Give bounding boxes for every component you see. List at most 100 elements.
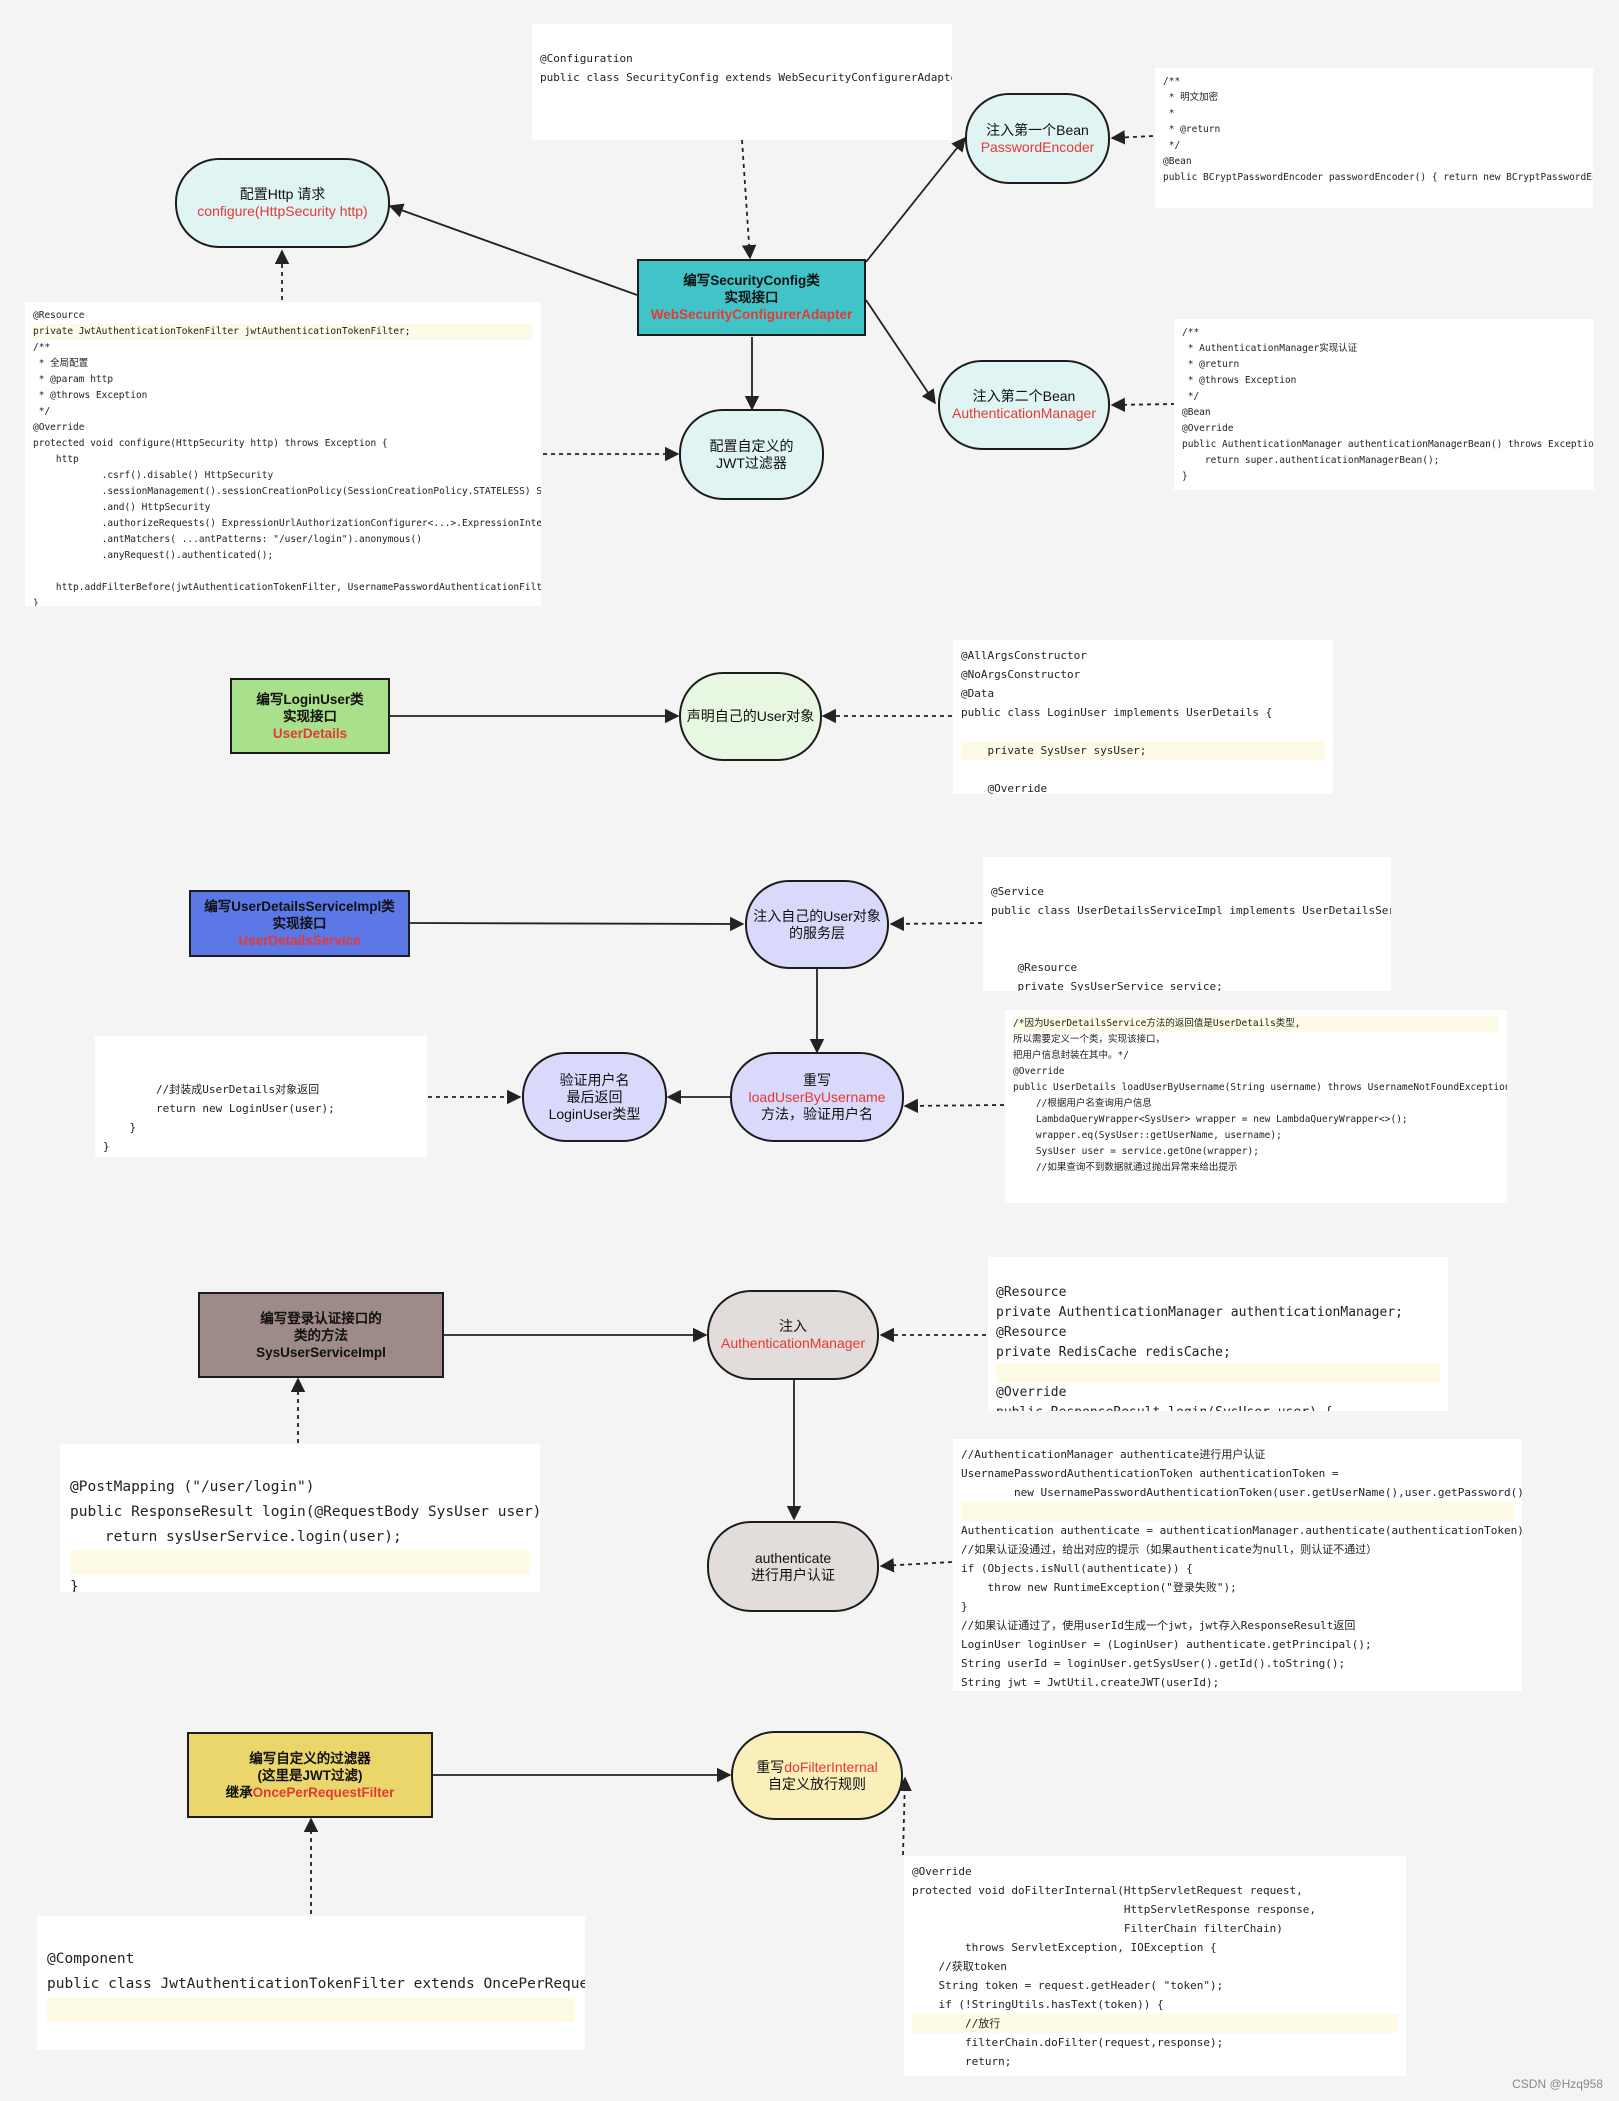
code-line: //AuthenticationManager authenticate进行用户… (961, 1448, 1266, 1461)
code-line (47, 1922, 575, 1947)
code-authenticate: //AuthenticationManager authenticate进行用户… (953, 1439, 1522, 1691)
code-line: * @throws Exception (1182, 375, 1297, 386)
code-line: * @throws Exception (33, 390, 148, 401)
code-line: new UsernamePasswordAuthenticationToken(… (961, 1486, 1522, 1499)
code-line: private SysUserService service; (991, 980, 1223, 991)
arrow-uds-to-injectuser (409, 916, 745, 932)
code-line: http (33, 454, 79, 465)
code-line (47, 2047, 575, 2050)
code-line: } (1182, 471, 1188, 482)
code-line: .anyRequest().authenticated(); (33, 550, 274, 561)
code-line: return sysUserService.login(user); (70, 1529, 402, 1545)
node-custom-filter: 编写自定义的过滤器(这里是JWT过滤)继承OncePerRequestFilte… (187, 1732, 433, 1818)
code-line: public UserDetails loadUserByUsername(St… (1013, 1082, 1507, 1093)
code-line: 把用户信息封装在其中。*/ (1013, 1050, 1129, 1061)
code-line (103, 1042, 419, 1061)
code-line: String token = request.getHeader( "token… (912, 1979, 1224, 1992)
code-line: } (103, 1121, 137, 1134)
node-label-line: JWT过滤器 (716, 454, 787, 471)
code-line (540, 106, 944, 125)
code-line: @Bean (1163, 156, 1192, 167)
code-line: String userId = loginUser.getSysUser().g… (961, 1657, 1346, 1670)
code-line: @Component (47, 1951, 135, 1967)
code-line: public class LoginUser implements UserDe… (961, 706, 1273, 719)
code-line: LoginUser loginUser = (LoginUser) authen… (961, 1638, 1372, 1651)
code-line: return super.authenticationManagerBean()… (1182, 455, 1440, 466)
code-line: throw new RuntimeException("登录失败"); (961, 1581, 1237, 1594)
watermark: CSDN @Hzq958 (1512, 2077, 1603, 2091)
code-line (991, 920, 1383, 939)
code-line: @Override (1013, 1066, 1065, 1077)
node-label-line: AuthenticationManager (721, 1335, 865, 1351)
node-label-line: 验证用户名 (559, 1071, 630, 1088)
code-line: * @return (1182, 359, 1240, 370)
node-label-line: 编写UserDetailsServiceImpl类 (204, 899, 395, 914)
code-line (103, 1061, 419, 1080)
code-line: filterChain.doFilter(request,response); (912, 2036, 1224, 2049)
code-line: @Override (33, 422, 85, 433)
node-label-line: 进行用户认证 (751, 1566, 835, 1583)
node-label-line: PasswordEncoder (980, 138, 1095, 155)
code-line: private JwtAuthenticationTokenFilter jwt… (33, 324, 533, 340)
code-line: * @return (1163, 124, 1221, 135)
node-label-line: 实现接口 (724, 290, 779, 305)
node-label-line: 注入第二个Bean (972, 388, 1076, 404)
code-line: .authorizeRequests() ExpressionUrlAuthor… (101, 518, 541, 529)
code-line: //获取token (912, 1960, 1007, 1973)
code-line (991, 863, 1383, 882)
code-line (47, 1997, 575, 2022)
node-label-line: authenticate (754, 1549, 832, 1566)
code-line: /** (1163, 76, 1181, 87)
code-line: */ (1182, 391, 1200, 402)
node-label-line: 编写登录认证接口的 (260, 1310, 382, 1326)
node-declare-user: 声明自己的User对象 (679, 672, 822, 761)
dotted-udsimpl-code-to-injectuser (889, 916, 983, 932)
node-label-line: 类的方法 (294, 1327, 348, 1343)
code-line: private AuthenticationManager authentica… (996, 1305, 1403, 1320)
code-line: //如果认证通过了，使用userId生成一个jwt，jwt存入ResponseR… (961, 1619, 1356, 1632)
code-line (961, 1502, 1514, 1521)
code-line: .and() HttpSecurity (33, 502, 211, 513)
code-line: UsernamePasswordAuthenticationToken auth… (961, 1467, 1339, 1480)
code-load-user-by-username: /*因为UserDetailsService方法的返回值是UserDetails… (1005, 1010, 1507, 1203)
code-line: .csrf().disable() HttpSecurity (33, 470, 274, 481)
code-line: private SysUser sysUser; (961, 741, 1325, 760)
node-label-line: LoginUser类型 (548, 1105, 641, 1122)
node-label-line: 注入第一个Bean (986, 121, 1089, 138)
code-line: //如果认证没通过，给出对应的提示（如果authenticate为null，则认… (961, 1543, 1378, 1556)
code-line: } (70, 1579, 79, 1592)
code-line: @Override (1182, 423, 1234, 434)
code-line: @Resource (996, 1285, 1067, 1300)
node-label-line: loadUserByUsername (748, 1088, 886, 1105)
code-line: /** (33, 342, 51, 353)
node-label-line: UserDetails (272, 725, 348, 741)
code-line: if (!StringUtils.hasText(token)) { (912, 1998, 1164, 2011)
code-inject-authentication-manager: @Resource private AuthenticationManager a… (988, 1257, 1448, 1411)
code-line: protected void configure(HttpSecurity ht… (33, 438, 388, 449)
code-line (961, 722, 1325, 741)
code-line (996, 1263, 1440, 1283)
dotted-pwd-code-to-pwd (1110, 130, 1154, 145)
code-line: } (912, 2071, 1398, 2076)
code-line: /*因为UserDetailsService方法的返回值是UserDetails… (1013, 1016, 1499, 1032)
code-line: public class UserDetailsServiceImpl impl… (991, 904, 1391, 917)
code-line (70, 1550, 530, 1575)
node-label-line: 注入自己的User对象 (753, 907, 881, 924)
code-login-controller: @PostMapping ("/user/login")public Respo… (60, 1444, 540, 1592)
code-line: @Override (912, 1865, 972, 1878)
code-line: } (961, 1600, 968, 1613)
code-authentication-manager-bean: /** * AuthenticationManager实现认证 * @retur… (1174, 319, 1594, 490)
code-line: throws ServletException, IOException { (912, 1941, 1217, 1954)
code-line: http.addFilterBefore(jwtAuthenticationTo… (55, 582, 541, 593)
code-line: Authentication authenticate = authentica… (961, 1524, 1522, 1537)
